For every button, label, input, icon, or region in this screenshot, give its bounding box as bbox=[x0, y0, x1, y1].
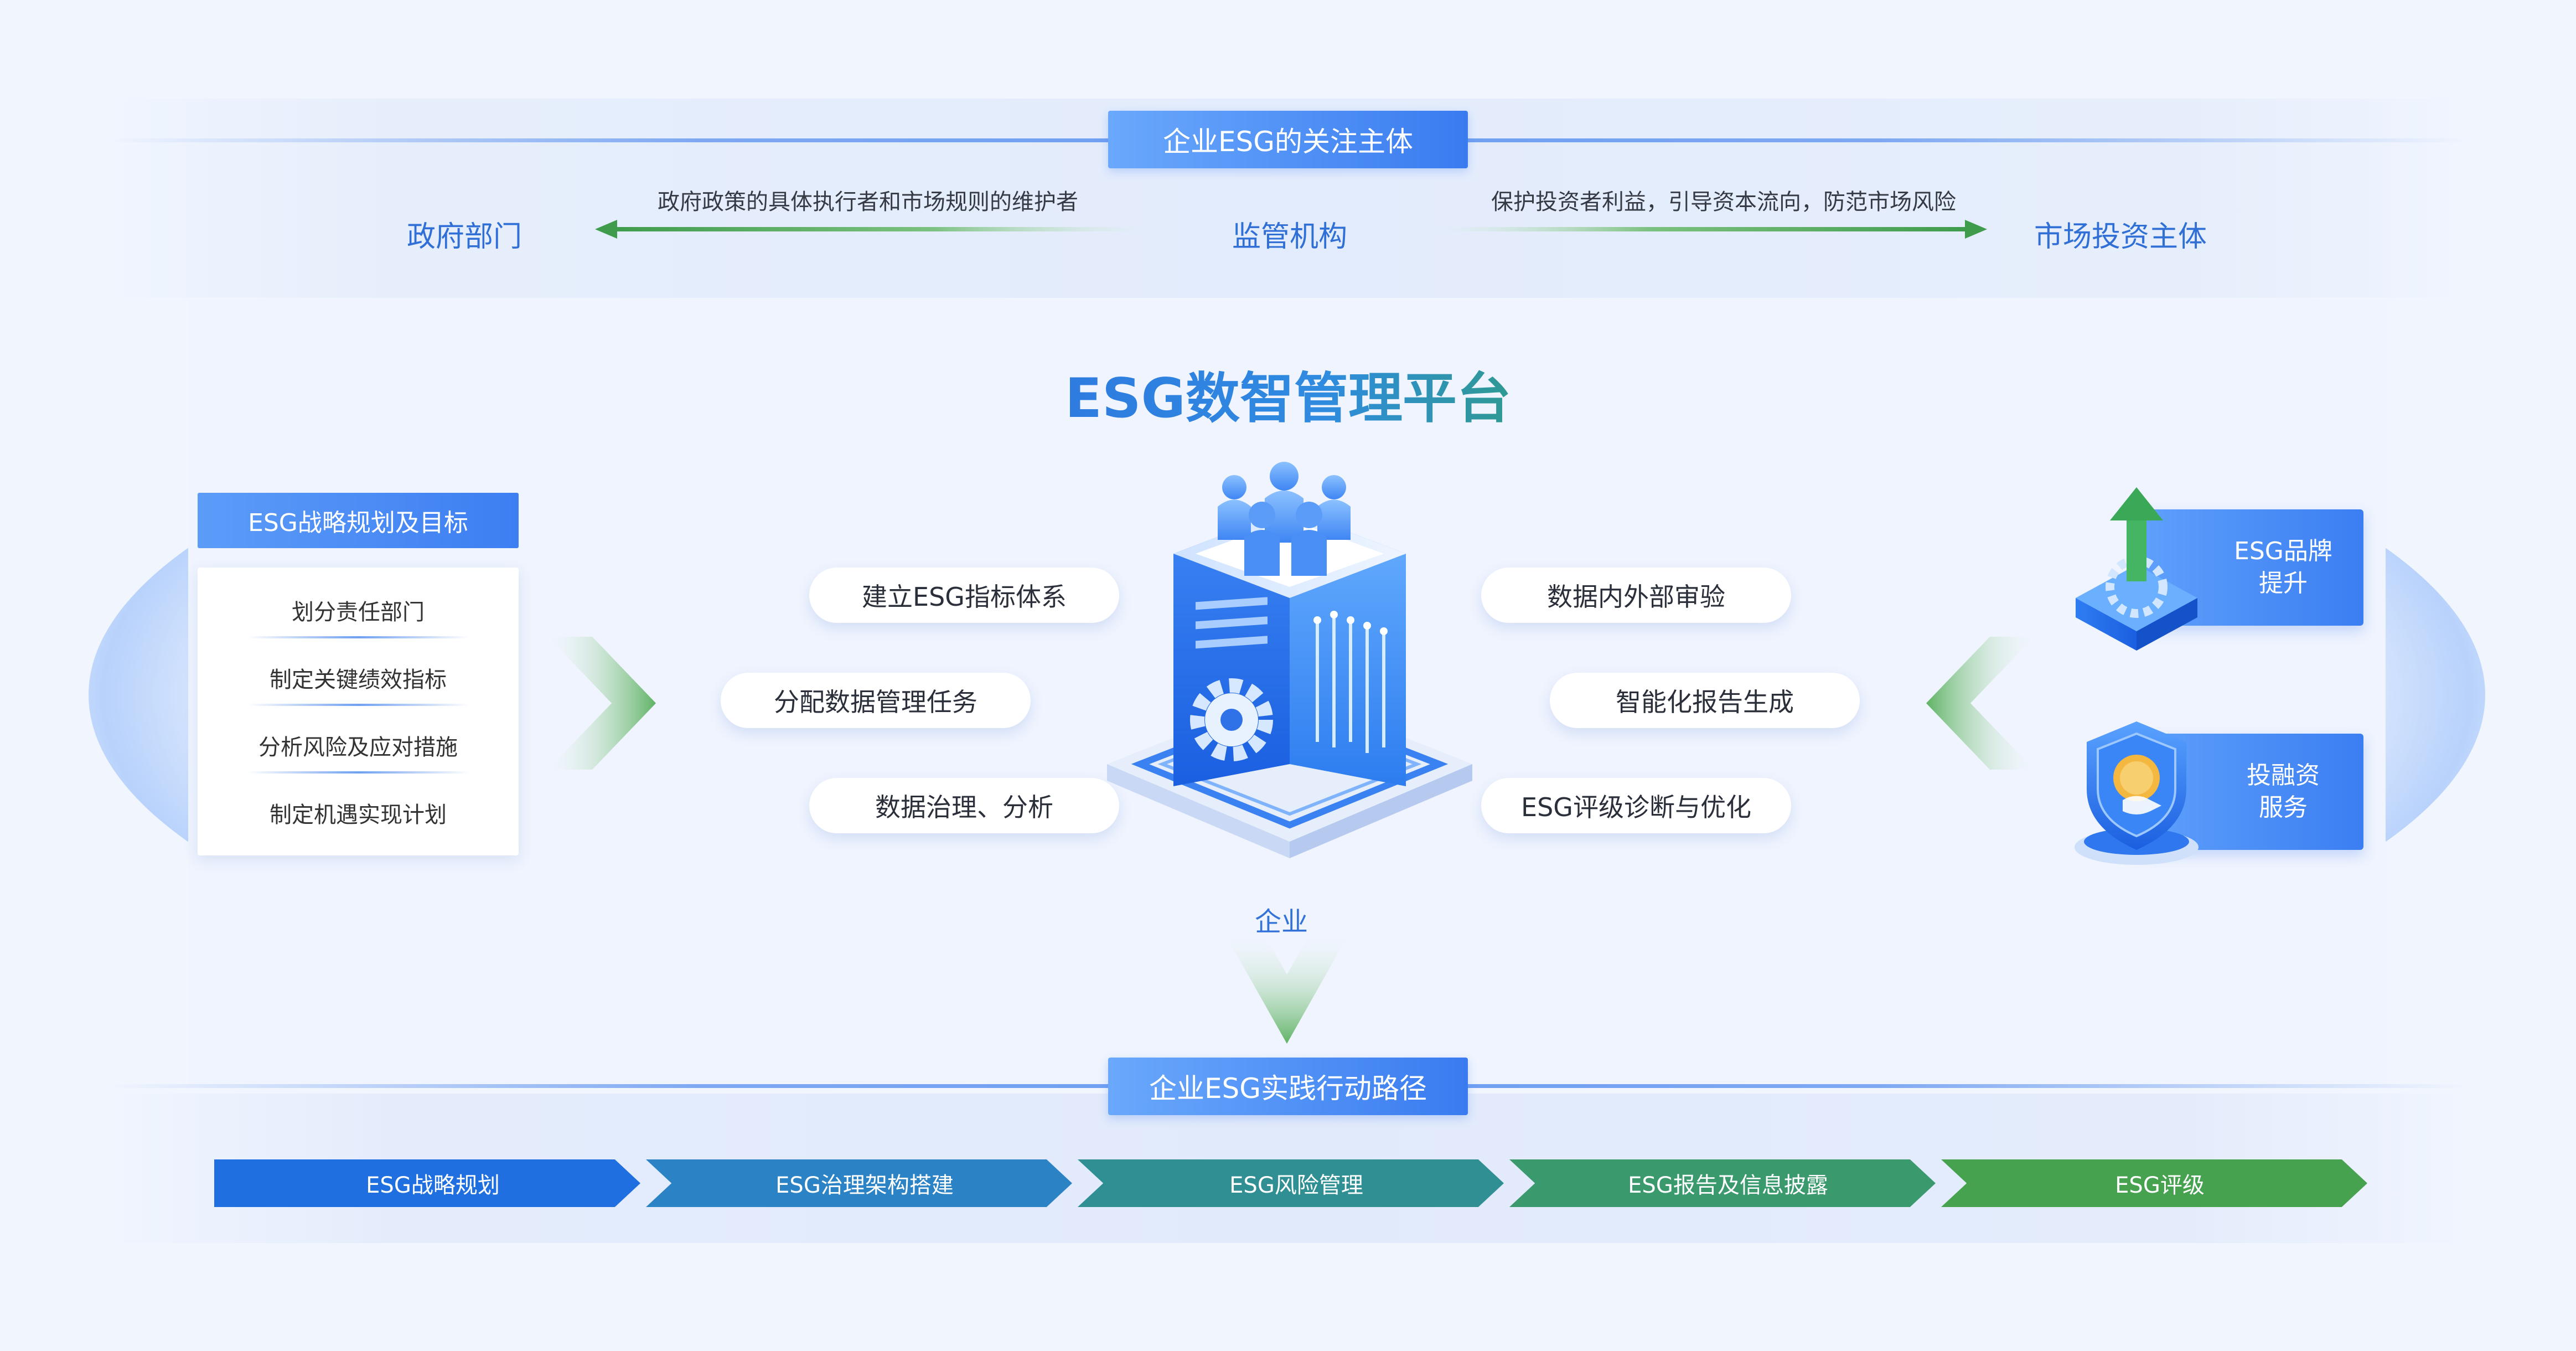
strategy-panel-title: ESG战略规划及目标 bbox=[198, 493, 519, 548]
capability-pill-text: 数据治理、分析 bbox=[875, 792, 1053, 822]
path-step-1: ESG战略规划 bbox=[214, 1159, 640, 1207]
path-step-label: ESG治理架构搭建 bbox=[775, 1173, 954, 1198]
strategy-divider bbox=[247, 704, 469, 706]
path-step-5: ESG评级 bbox=[1941, 1159, 2367, 1207]
right-arrow-line bbox=[1434, 220, 1987, 239]
capability-pill-text: 智能化报告生成 bbox=[1616, 687, 1794, 717]
capability-pill: 数据治理、分析 bbox=[809, 778, 1119, 833]
path-step-label: ESG报告及信息披露 bbox=[1628, 1173, 1828, 1198]
path-step-2: ESG治理架构搭建 bbox=[646, 1159, 1072, 1207]
path-step-3: ESG风险管理 bbox=[1078, 1159, 1504, 1207]
enterprise-label: 企业 bbox=[1254, 906, 1308, 937]
capability-pill-text: 建立ESG指标体系 bbox=[862, 582, 1067, 612]
path-step-label: ESG评级 bbox=[2115, 1173, 2205, 1198]
service-card-brand: ESG品牌 提升 bbox=[2142, 509, 2363, 626]
strategy-panel-list: 划分责任部门 制定关键绩效指标 分析风险及应对措施 制定机遇实现计划 bbox=[198, 568, 519, 855]
service-card-line: 提升 bbox=[2259, 569, 2308, 597]
government-relation-caption: 政府政策的具体执行者和市场规则的维护者 bbox=[658, 189, 1078, 215]
path-step-4: ESG报告及信息披露 bbox=[1509, 1159, 1936, 1207]
capability-pill-text: 分配数据管理任务 bbox=[774, 687, 977, 717]
focus-section-title-text: 企业ESG的关注主体 bbox=[1162, 126, 1414, 158]
path-step-label: ESG战略规划 bbox=[366, 1173, 500, 1198]
investor-relation-caption: 保护投资者利益，引导资本流向，防范市场风险 bbox=[1491, 189, 1956, 215]
strategy-item: 制定关键绩效指标 bbox=[270, 667, 447, 693]
left-chevron-arrow-icon bbox=[1926, 637, 2034, 770]
action-path-title-text: 企业ESG实践行动路径 bbox=[1149, 1072, 1427, 1105]
entity-market-investor: 市场投资主体 bbox=[2034, 220, 2207, 254]
service-card-line: ESG品牌 bbox=[2234, 537, 2332, 565]
capability-pill: 智能化报告生成 bbox=[1550, 673, 1860, 728]
capability-pill-text: ESG评级诊断与优化 bbox=[1521, 792, 1751, 822]
entity-regulator: 监管机构 bbox=[1232, 220, 1348, 254]
platform-title: ESG数智管理平台 bbox=[941, 354, 1635, 433]
action-path-title: 企业ESG实践行动路径 bbox=[1108, 1058, 1468, 1115]
strategy-panel-title-text: ESG战略规划及目标 bbox=[248, 509, 468, 537]
capability-pill-text: 数据内外部审验 bbox=[1547, 582, 1725, 612]
enterprise-building-icon bbox=[1107, 462, 1472, 858]
strategy-item: 划分责任部门 bbox=[292, 600, 425, 625]
capability-pill: 分配数据管理任务 bbox=[721, 673, 1031, 728]
focus-section-title: 企业ESG的关注主体 bbox=[1108, 111, 1468, 168]
service-card-line: 投融资 bbox=[2247, 761, 2320, 790]
strategy-divider bbox=[247, 636, 469, 638]
strategy-item: 制定机遇实现计划 bbox=[270, 802, 447, 828]
strategy-divider bbox=[247, 771, 469, 774]
entity-government: 政府部门 bbox=[407, 220, 523, 254]
down-arrow-icon bbox=[1226, 936, 1348, 1044]
capability-pill: 数据内外部审验 bbox=[1481, 568, 1791, 623]
service-card-line: 服务 bbox=[2259, 793, 2308, 822]
right-chevron-arrow-icon bbox=[548, 637, 656, 770]
capability-pill: ESG评级诊断与优化 bbox=[1481, 778, 1791, 833]
growth-cube-icon bbox=[2076, 487, 2197, 651]
left-arrow-line bbox=[595, 220, 1149, 239]
capability-pill: 建立ESG指标体系 bbox=[809, 568, 1119, 623]
strategy-item: 分析风险及应对措施 bbox=[258, 735, 458, 760]
finance-shield-icon bbox=[2075, 721, 2199, 865]
path-step-label: ESG风险管理 bbox=[1229, 1173, 1363, 1198]
